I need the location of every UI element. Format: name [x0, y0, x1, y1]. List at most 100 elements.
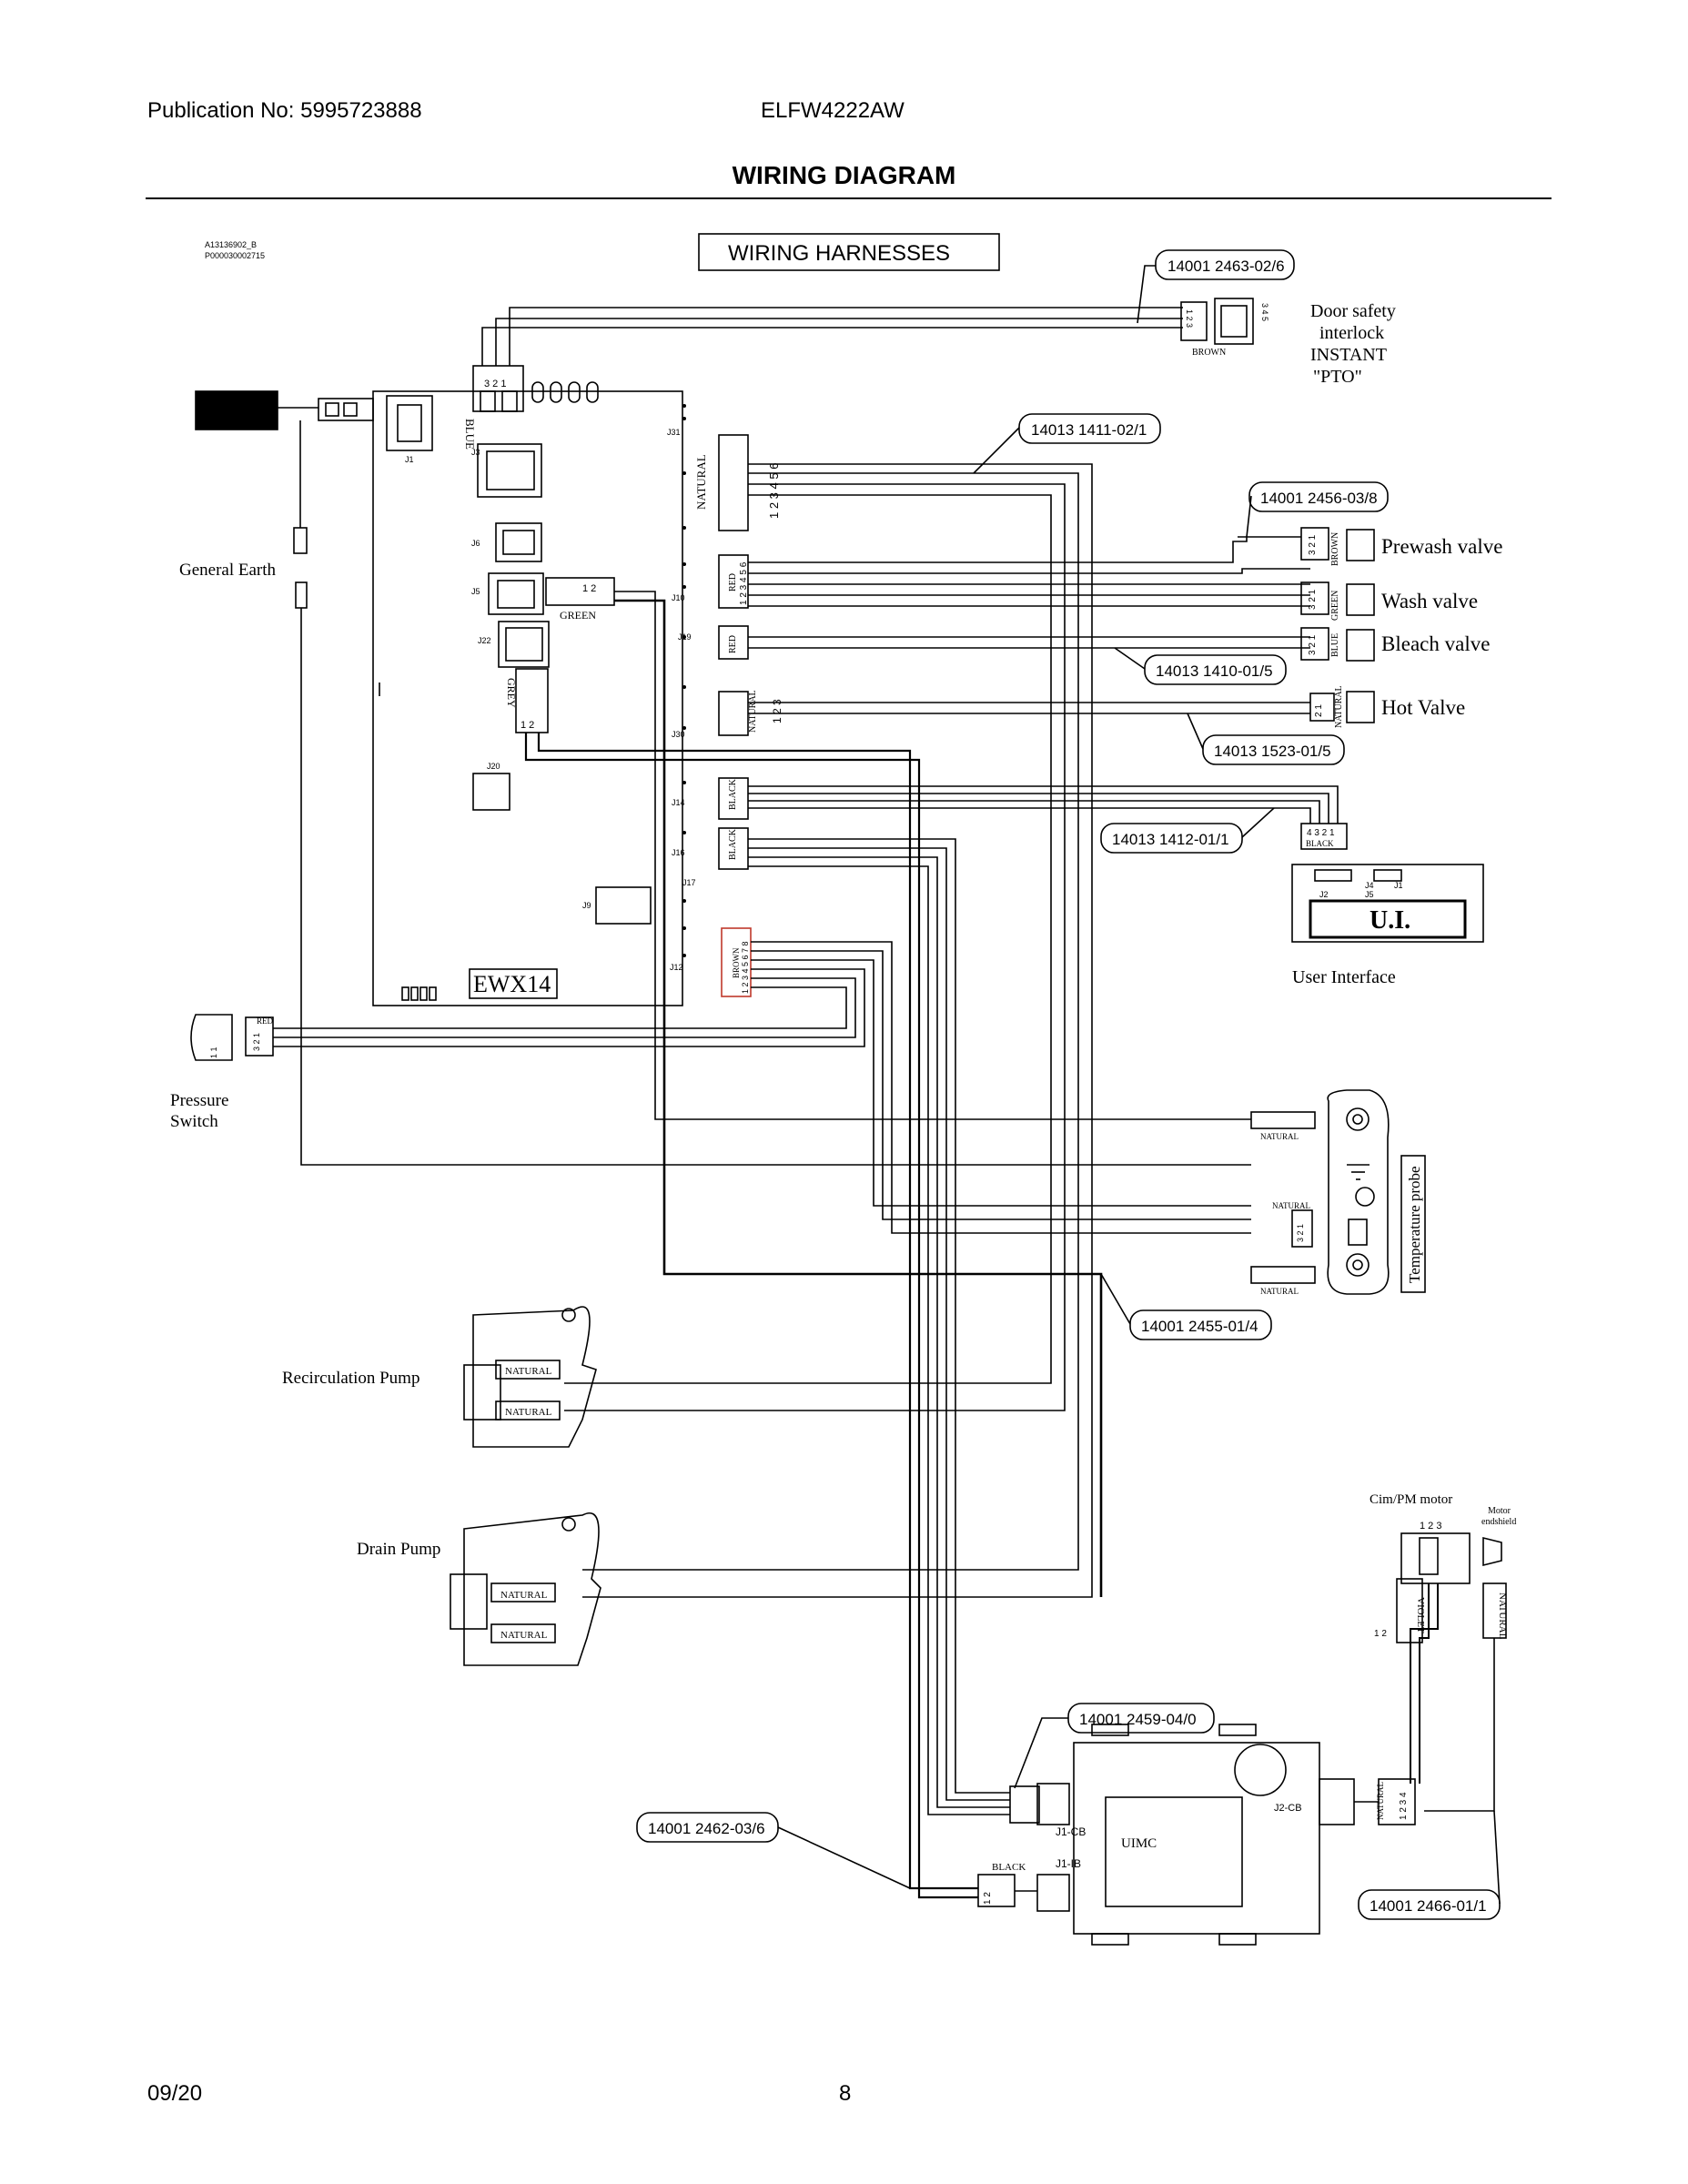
j20-connector	[472, 773, 510, 811]
diagram-label: J20	[487, 762, 500, 771]
drain-pump-label: Drain Pump	[357, 1540, 440, 1559]
diagram-label: 3 2 1	[1308, 589, 1318, 610]
ui-harness-connector	[1300, 823, 1348, 850]
diagram-label: 14001 2455-01/4	[1141, 1318, 1258, 1335]
diagram-label: GREEN	[560, 609, 596, 622]
diagram-label: J17	[682, 878, 696, 887]
tag-2466	[1358, 1889, 1501, 1920]
motor-connector	[1400, 1532, 1471, 1584]
diagram-label: 14013 1410-01/5	[1156, 662, 1273, 680]
diagram-label: J31	[667, 428, 681, 437]
wash-label: Wash valve	[1381, 590, 1478, 612]
recirc-pump-label: Recirculation Pump	[282, 1369, 419, 1388]
j22-connector	[498, 621, 550, 668]
doc-code-1: A13136902_B	[205, 240, 257, 249]
j1ib-connector	[1036, 1874, 1070, 1912]
diagram-label: NATURAL	[1334, 685, 1344, 728]
j10-red-connector	[718, 554, 749, 609]
diagram-label: 2 1	[1314, 704, 1324, 717]
diagram-label: 1 2 3	[1420, 1521, 1441, 1532]
recirculation-pump	[472, 1306, 597, 1448]
diagram-label: 1 1	[209, 1046, 218, 1058]
diagram-label: NATURAL	[505, 1366, 552, 1377]
j2cb-connector	[1319, 1778, 1355, 1825]
prewash-connector	[1300, 527, 1329, 561]
diagram-label: NATURAL	[500, 1630, 548, 1641]
bleach-label: Bleach valve	[1381, 632, 1490, 655]
diagram-label: J5	[471, 587, 480, 596]
tag-1410	[1144, 654, 1287, 685]
diagram-label: NATURAL	[748, 690, 758, 733]
diagram-label: BLACK	[728, 778, 738, 810]
page-number: 8	[839, 2081, 852, 2106]
harness-title-box	[698, 233, 1000, 271]
diagram-label: J10	[672, 593, 685, 602]
diagram-label: interlock	[1319, 323, 1384, 343]
diagram-label: 14001 2456-03/8	[1260, 490, 1378, 507]
diagram-label: J12	[670, 963, 683, 972]
diagram-label: 1 2 3 4	[1399, 1792, 1409, 1820]
uimc-module	[1073, 1742, 1320, 1935]
door-interlock	[1214, 298, 1254, 345]
motor-endshield	[1482, 1536, 1502, 1567]
violet-connector	[1396, 1578, 1423, 1643]
model-number: ELFW4222AW	[761, 98, 905, 123]
diagram-label: RED	[257, 1016, 274, 1026]
diagram-label: J2	[1319, 890, 1329, 899]
j20-natural-connector	[718, 691, 749, 736]
diagram-label: BROWN	[1330, 532, 1340, 566]
diagram-label: BLACK	[1306, 839, 1334, 848]
diagram-label: GREEN	[1330, 591, 1340, 621]
green-connector	[545, 577, 615, 606]
board-label: EWX14	[473, 971, 551, 997]
diagram-label: J2-CB	[1274, 1803, 1302, 1814]
diagram-label: BLACK	[992, 1862, 1026, 1873]
diagram-label: 3 4 5	[1260, 303, 1269, 321]
j12-brown-connector	[721, 927, 752, 997]
j4-natural-connector	[718, 434, 749, 531]
probe-connector-1	[1250, 1111, 1316, 1129]
bleach-connector	[1300, 627, 1329, 661]
page-title: WIRING DIAGRAM	[732, 161, 956, 189]
power-cord	[195, 390, 278, 430]
doc-code-2: P000030002715	[205, 251, 265, 260]
j6-connector	[495, 522, 542, 562]
diagram-label: J4	[1365, 881, 1374, 890]
hot-valve-label: Hot Valve	[1381, 696, 1465, 719]
diagram-label: 1 2 3 4 5 6 7 8	[741, 941, 750, 994]
wash-connector	[1300, 581, 1329, 615]
tag-1523	[1202, 734, 1345, 765]
footer-date: 09/20	[147, 2081, 203, 2106]
diagram-label: 1 2	[521, 720, 534, 731]
j9-connector	[595, 886, 652, 925]
control-board	[372, 390, 683, 1006]
diagram-label: NATURAL	[694, 454, 708, 510]
diagram-label: NATURAL	[1497, 1592, 1508, 1640]
diagram-label: J16	[672, 848, 685, 857]
tag-2455	[1129, 1309, 1272, 1340]
diagram-label: J1-CB	[1056, 1825, 1086, 1838]
diagram-label: J6	[471, 539, 480, 548]
diagram-label: 3 2 1	[252, 1033, 261, 1051]
power-plug	[318, 398, 374, 421]
j14-black-connector	[718, 777, 749, 820]
diagram-label: 14001 2466-01/1	[1370, 1897, 1487, 1915]
diagram-label: NATURAL	[505, 1407, 552, 1418]
diagram-label: J30	[672, 730, 685, 739]
blue-connector	[472, 365, 524, 412]
diagram-label: NATURAL	[1260, 1132, 1299, 1141]
earth-connector-bottom	[295, 581, 308, 609]
diagram-label: BLUE	[463, 419, 477, 450]
door-connector	[1180, 301, 1208, 341]
diagram-label: J9	[582, 901, 591, 910]
diagram-label: J5	[1365, 890, 1374, 899]
diagram-label: 14013 1412-01/1	[1112, 831, 1229, 848]
probe-connector-2	[1250, 1266, 1316, 1284]
prewash-valve	[1346, 529, 1375, 561]
diagram-label: Door safety	[1310, 301, 1396, 321]
diagram-label: RED	[728, 573, 738, 592]
diagram-label: 4 3 2 1	[1307, 828, 1335, 838]
probe-ntc-connector	[1291, 1209, 1313, 1248]
tag-1412	[1100, 823, 1243, 854]
